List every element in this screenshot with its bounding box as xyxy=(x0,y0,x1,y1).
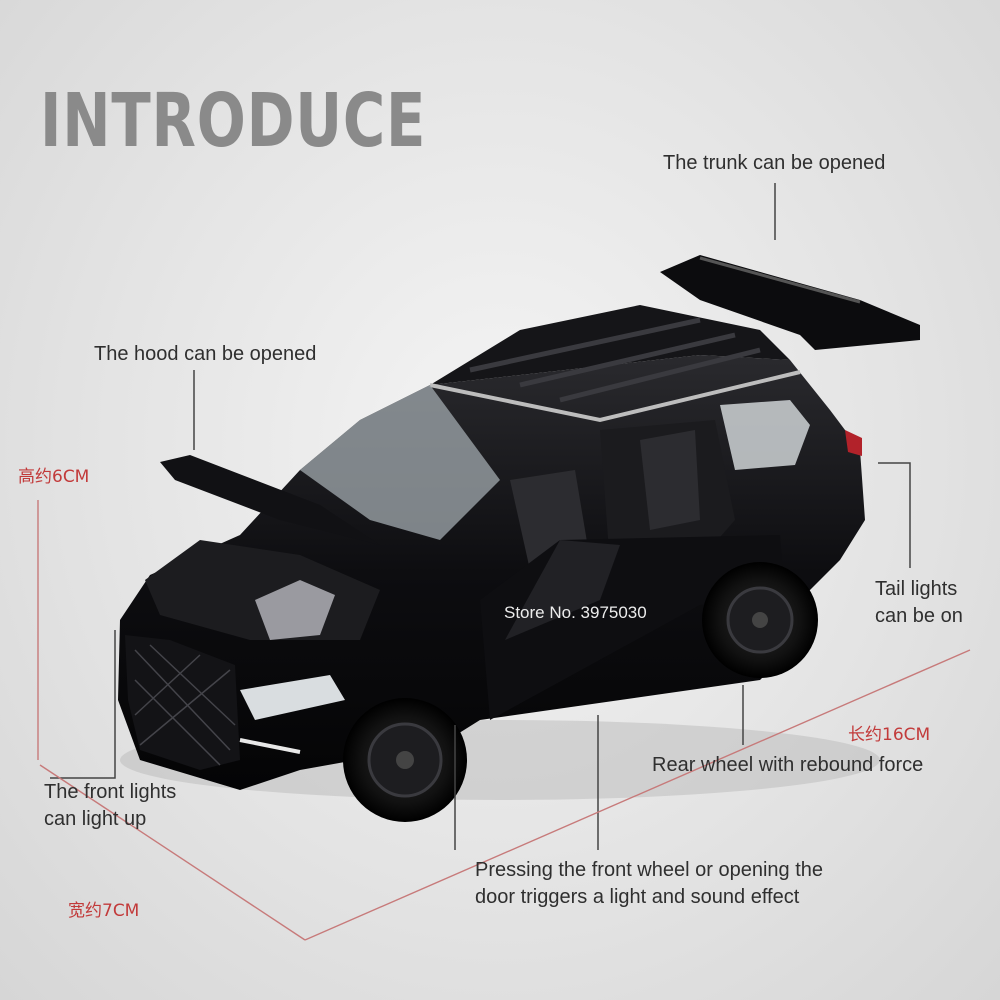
headlight xyxy=(240,675,345,720)
front-lights-leader-line xyxy=(50,630,116,779)
car-roof xyxy=(430,305,790,385)
width-dimension-label: 宽约7CM xyxy=(68,901,140,921)
sound-callout-line2: door triggers a light and sound effect xyxy=(475,886,800,908)
length-dimension-line xyxy=(304,649,971,941)
engine-cover xyxy=(255,580,335,640)
tail-light xyxy=(845,430,862,456)
length-dimension-label: 长约16CM xyxy=(848,725,931,745)
width-dimension-line xyxy=(39,764,306,941)
front-lights-callout-line1: The front lights xyxy=(44,781,177,803)
open-hood xyxy=(160,455,380,545)
roof-trim xyxy=(429,370,801,423)
page-title: INTRODUCE xyxy=(40,78,427,164)
sound-callout-line1: Pressing the front wheel or opening the xyxy=(475,859,823,881)
height-dimension-label: 高约6CM xyxy=(18,467,90,487)
windshield xyxy=(300,385,500,540)
tail-lights-callout-line1: Tail lights xyxy=(875,578,958,600)
rear-wheel xyxy=(702,562,818,678)
store-watermark: Store No. 3975030 xyxy=(504,603,647,622)
rear-window xyxy=(720,400,810,470)
tail-lights-callout-line2: can be on xyxy=(875,605,963,627)
hood-callout: The hood can be opened xyxy=(94,343,317,365)
front-wheel xyxy=(343,698,467,822)
roof-rails xyxy=(469,317,761,403)
rear-wheel-callout: Rear wheel with rebound force xyxy=(652,754,924,776)
trunk-lid xyxy=(660,255,920,350)
trunk-callout: The trunk can be opened xyxy=(663,152,886,174)
tail-lights-leader-line xyxy=(878,462,911,568)
front-lights-callout-line2: can light up xyxy=(44,808,147,830)
